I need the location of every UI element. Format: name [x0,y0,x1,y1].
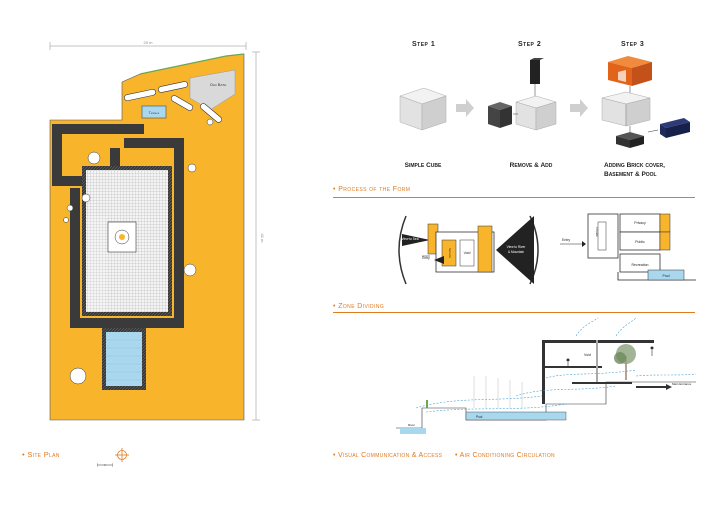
arrow-right-icon-2 [570,99,588,117]
site-plan-caption: • Site Plan [22,450,60,459]
entry-right-label: Entry [562,238,570,242]
entry-label: Entry [422,256,430,260]
dim-top-label: 20 m [144,40,154,45]
process-title: • Process of the Form [333,186,410,193]
recreation-label: Recreation [632,263,649,267]
step2-label: Step 2 [518,41,542,48]
privacy-label: Privacy [634,221,646,225]
private-label: Private [595,227,599,237]
process-diagram-left: View to Sea Service Void Entry View to R… [396,210,546,290]
view-to-river-label-1: View to River [507,245,527,249]
small-pool [141,105,167,119]
brick-cover-diagram [601,56,690,148]
main-pool [106,332,142,386]
step3-caption-line1: Adding Brick cover, [604,162,665,169]
pool-label: Pool [662,274,669,278]
process-divider [333,197,695,198]
site-plan: 20 m 41 m Old Bath Terrace [30,38,280,438]
service-label: Service [448,248,452,258]
step1-caption: Simple Cube [404,162,442,169]
section-pool [465,411,567,421]
bullet-icon: • [333,452,336,459]
bullet-icon: • [333,303,336,310]
terrace-label: Terrace [149,111,160,115]
site-plan-drawing: 20 m 41 m Old Bath Terrace [49,40,265,421]
main-entrance-label: Main Entrance [672,382,692,386]
old-bath-label: Old Bath [210,82,227,87]
arrow-right-icon [456,99,474,117]
section-pool-label: Pool [476,415,483,419]
simple-cube [399,87,447,131]
bullet-icon: • [22,450,25,459]
zone-title: • Zone Dividing [333,303,384,310]
zone-divider [333,312,695,313]
view-to-sea-label: View to Sea [402,237,419,241]
zone-caption-left: • Visual Communication & Access [333,452,442,459]
view-to-river-label-2: & Mountain [508,250,524,254]
step3-label: Step 3 [621,41,645,48]
void-label: Void [464,251,471,255]
zone-caption-left-text: Visual Communication & Access [338,452,443,459]
process-diagram-right: Entry Private Privacy Public Recreation … [556,210,696,290]
zone-title-text: Zone Dividing [338,303,385,310]
steps-diagram [390,52,690,160]
step2-caption: Remove & Add [509,162,553,169]
walkway-top [52,124,144,134]
step3-caption-line2: Basement & Pool [604,171,657,178]
step1-label: Step 1 [412,41,436,48]
site-plan-caption-text: Site Plan [27,450,60,459]
bullet-icon: • [333,186,336,193]
zone-caption-right-text: Air Conditioning Circulation [459,452,555,459]
public-label: Public [635,240,645,244]
river-label: River [408,423,415,427]
old-bath-area [189,69,236,111]
north-arrow-icon [115,448,129,467]
dim-right-label: 41 m [260,234,265,244]
bullet-icon: • [455,452,458,459]
step3-caption: Adding Brick cover, Basement & Pool [604,161,694,179]
zone-caption-right: • Air Conditioning Circulation [455,452,555,459]
remove-add-diagram [488,58,557,131]
scale-bar [96,455,114,473]
process-title-text: Process of the Form [338,186,411,193]
zone-section-drawing: Pool River Void [396,316,697,440]
section-void-label: Void [584,353,591,357]
